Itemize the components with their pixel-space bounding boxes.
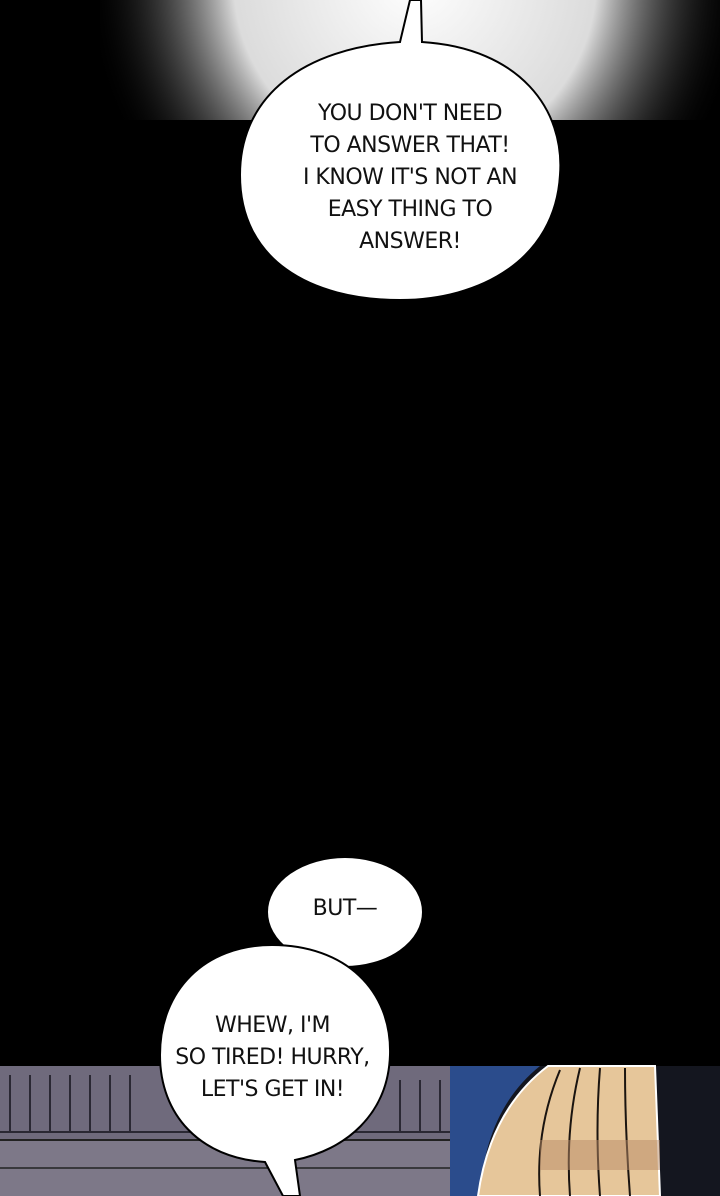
speech-bubble-1 xyxy=(238,0,562,302)
dialogue-line: I KNOW IT'S NOT AN xyxy=(302,165,518,190)
dialogue-line: TO ANSWER THAT! xyxy=(310,133,510,158)
dialogue-line: LET'S GET IN! xyxy=(200,1077,345,1102)
dialogue-line: BUT— xyxy=(312,896,378,921)
dialogue-line: ANSWER! xyxy=(359,229,461,254)
speech-bubble-2-text: BUT— xyxy=(267,893,423,925)
speech-bubble-3-text: WHEW, I'M SO TIRED! HURRY, LET'S GET IN! xyxy=(160,1010,385,1106)
dialogue-line: EASY THING TO xyxy=(327,197,493,222)
dialogue-line: YOU DON'T NEED xyxy=(317,101,503,126)
speech-bubble-3 xyxy=(158,943,392,1196)
dialogue-line: SO TIRED! HURRY, xyxy=(175,1045,370,1070)
speech-bubble-1-text: YOU DON'T NEED TO ANSWER THAT! I KNOW IT… xyxy=(240,98,580,258)
dialogue-line: WHEW, I'M xyxy=(215,1013,330,1038)
